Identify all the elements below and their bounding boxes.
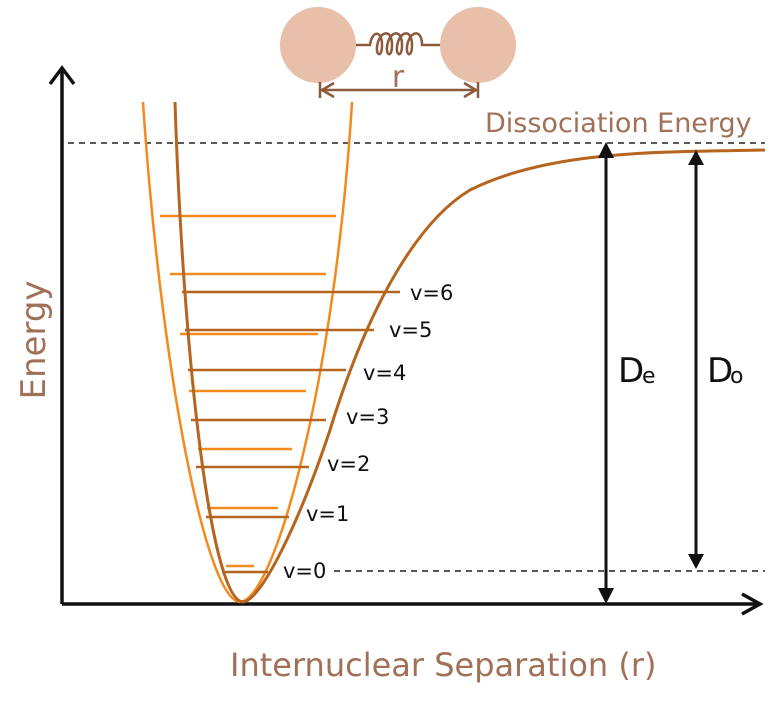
D0-sub: o: [730, 364, 743, 389]
De-sub: e: [642, 364, 656, 389]
harmonic-levels: [160, 214, 336, 568]
level-label-v5: v=5: [389, 318, 432, 342]
level-label-v1: v=1: [306, 502, 349, 526]
D0-main: D: [707, 351, 733, 391]
harmonic-curve: [141, 101, 354, 604]
dissociation-label: Dissociation Energy: [485, 108, 752, 139]
x-axis-arrowhead: [741, 592, 764, 616]
y-axis-arrowhead: [48, 65, 76, 86]
morse-curve: [173, 101, 766, 604]
De-label: D e: [618, 351, 656, 391]
morse-levels: [182, 290, 400, 574]
De-arrow: [598, 142, 614, 604]
level-labels: v=0 v=1 v=2 v=3 v=4 v=5 v=6: [283, 281, 453, 583]
axes: [48, 65, 764, 616]
level-label-v6: v=6: [410, 281, 453, 305]
right-atom: [440, 7, 516, 83]
left-atom: [280, 7, 356, 83]
x-axis-label: Internuclear Separation (r): [230, 646, 657, 684]
y-axis-label: Energy: [14, 280, 54, 399]
level-label-v2: v=2: [327, 452, 370, 476]
D0-arrow: [688, 150, 704, 569]
D0-label: D o: [707, 351, 743, 391]
level-label-v3: v=3: [346, 405, 389, 429]
De-main: D: [618, 351, 644, 391]
bond-spring: [356, 32, 440, 56]
bond-label: r: [392, 60, 405, 95]
molecule-illustration: r: [280, 7, 516, 99]
level-label-v4: v=4: [363, 361, 406, 385]
level-label-v0: v=0: [283, 559, 326, 583]
bond-arrowhead-right: [463, 81, 479, 99]
bond-arrowhead-left: [319, 81, 335, 99]
